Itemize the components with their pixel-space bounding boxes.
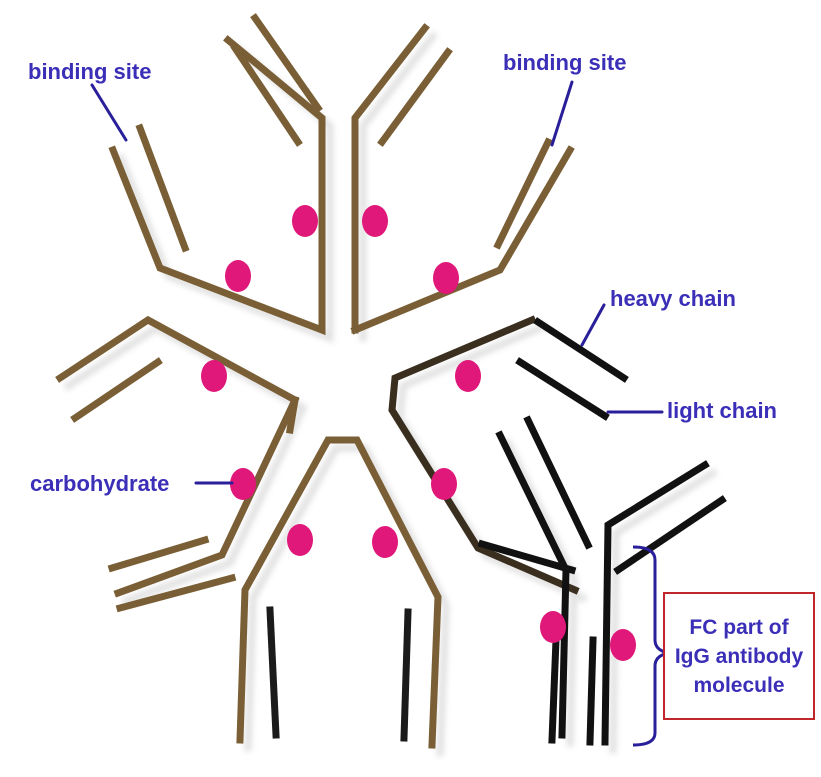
label-heavy-chain: heavy chain [610,286,736,311]
light-chain-bottom-right-d [590,640,593,742]
light-chain-right-a [520,362,605,416]
light-chain-bottom-right-a [528,420,588,545]
carbohydrate-dot [372,526,398,558]
fc-part-callout: FC part of IgG antibody molecule [663,592,815,720]
fc-callout-line-1: FC part of [689,613,788,642]
leader-heavy-chain [582,305,604,345]
light-chain-right-b [538,322,624,378]
light-chain-bottom-center-b [404,612,408,738]
label-light-chain: light chain [667,398,777,423]
carbohydrate-dot [433,262,459,294]
carbohydrate-dot [431,468,457,500]
heavy-chain-bottom-center-branch [290,400,295,430]
label-binding-site-right: binding site [503,50,626,75]
carbohydrate-dot [362,205,388,237]
carbohydrate-dot [230,468,256,500]
carbohydrate-dot [610,629,636,661]
carbohydrate-dot [292,205,318,237]
fc-callout-line-3: molecule [693,671,784,700]
heavy-chain-top-right-arm [355,150,570,330]
carbohydrate-dot [455,360,481,392]
leader-binding-site-right [552,82,572,145]
label-binding-site-left: binding site [28,59,151,84]
carbohydrate-dot [225,260,251,292]
leader-binding-site-left [92,85,126,140]
light-chain-bottom-center-a [270,610,276,735]
carbohydrate-dot [201,360,227,392]
carbohydrate-dot [287,524,313,556]
heavy-chain-left [60,320,295,593]
label-carbohydrate: carbohydrate [30,471,169,496]
light-chain-bottom-right-c [552,640,556,740]
fc-callout-line-2: IgG antibody [675,642,803,671]
carbohydrate-dot [540,611,566,643]
